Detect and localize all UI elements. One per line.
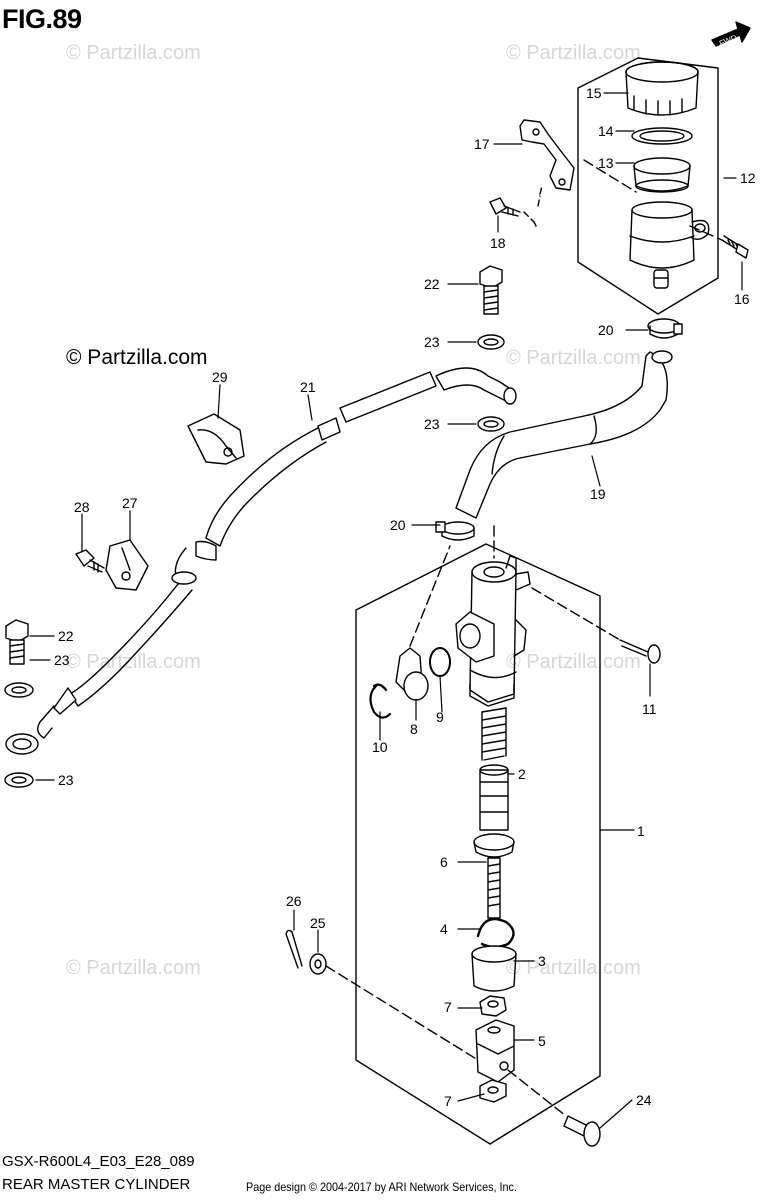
master-cylinder-body bbox=[455, 555, 531, 707]
callout-9: 9 bbox=[436, 709, 444, 725]
callout-21: 21 bbox=[300, 379, 316, 395]
reservoir-cap bbox=[625, 61, 699, 116]
callout-24: 24 bbox=[636, 1092, 652, 1108]
reservoir-body bbox=[629, 201, 710, 289]
callout-1: 1 bbox=[637, 823, 645, 839]
callout-17: 17 bbox=[474, 136, 490, 152]
washer-23-b bbox=[477, 416, 505, 432]
bolt-16 bbox=[721, 235, 749, 259]
callout-16: 16 bbox=[734, 291, 750, 307]
nut-7-lower bbox=[479, 1079, 507, 1103]
callout-3: 3 bbox=[538, 953, 546, 969]
clevis-pin bbox=[563, 1115, 601, 1147]
bolt-18 bbox=[489, 197, 521, 217]
assembly-lines bbox=[325, 159, 723, 1117]
fwd-label: FWD bbox=[718, 33, 738, 48]
callout-22-left: 22 bbox=[58, 628, 74, 644]
washer-23-d bbox=[4, 772, 34, 788]
callout-10: 10 bbox=[372, 739, 388, 755]
callout-8: 8 bbox=[410, 721, 418, 737]
figure-caption: REAR MASTER CYLINDER bbox=[2, 1176, 191, 1193]
callout-7-upper: 7 bbox=[444, 999, 452, 1015]
reservoir-hose bbox=[455, 350, 673, 519]
callout-23-b: 23 bbox=[424, 416, 440, 432]
master-cylinder-group-box bbox=[355, 543, 601, 1145]
callout-23-c: 23 bbox=[54, 652, 70, 668]
callout-20-bottom: 20 bbox=[390, 517, 406, 533]
watermark: © Partzilla.com bbox=[66, 651, 201, 673]
callout-18: 18 bbox=[490, 235, 506, 251]
reservoir-group-box bbox=[577, 57, 719, 315]
washer-23-c bbox=[4, 682, 34, 698]
dust-boot bbox=[471, 945, 517, 992]
page-credit: Page design © 2004-2017 by ARI Network S… bbox=[246, 1180, 517, 1194]
callout-28: 28 bbox=[74, 499, 90, 515]
callout-23-d: 23 bbox=[58, 772, 74, 788]
callout-27: 27 bbox=[122, 495, 138, 511]
callout-25: 25 bbox=[310, 915, 326, 931]
hose-clamp-20-top bbox=[647, 318, 683, 339]
cotter-pin bbox=[285, 929, 303, 969]
union-bolt-22-top bbox=[479, 265, 503, 315]
callout-14: 14 bbox=[598, 123, 614, 139]
fwd-arrow-icon: FWD bbox=[711, 21, 751, 48]
callout-29: 29 bbox=[212, 369, 228, 385]
callout-26: 26 bbox=[286, 893, 302, 909]
model-code: GSX-R600L4_E03_E28_089 bbox=[2, 1153, 195, 1170]
callout-15: 15 bbox=[586, 85, 602, 101]
rod-joint bbox=[475, 1019, 515, 1083]
watermark: © Partzilla.com bbox=[506, 42, 641, 64]
hose-clamp-20-bottom bbox=[435, 521, 475, 541]
reservoir-bracket bbox=[519, 119, 575, 191]
bolt-28 bbox=[75, 549, 105, 573]
callout-23-a: 23 bbox=[424, 334, 440, 350]
callout-13: 13 bbox=[598, 155, 614, 171]
callout-11: 11 bbox=[642, 701, 657, 717]
callout-4: 4 bbox=[440, 921, 448, 937]
washer-25 bbox=[309, 953, 327, 975]
callout-7-lower: 7 bbox=[444, 1093, 452, 1109]
reservoir-diaphragm bbox=[633, 157, 691, 193]
watermark: © Partzilla.com bbox=[66, 42, 201, 64]
figure-title: FIG.89 bbox=[2, 4, 82, 34]
callout-6: 6 bbox=[440, 854, 448, 870]
leader-lines bbox=[29, 92, 743, 1129]
callout-5: 5 bbox=[538, 1033, 546, 1049]
callout-19: 19 bbox=[590, 486, 606, 502]
watermark: © Partzilla.com bbox=[506, 957, 641, 979]
hose-fitting bbox=[395, 647, 429, 701]
hose-guide-27 bbox=[105, 539, 149, 591]
screw-11 bbox=[619, 639, 661, 664]
o-ring bbox=[429, 647, 451, 677]
brake-hose bbox=[5, 367, 517, 755]
watermark: © Partzilla.com bbox=[66, 957, 201, 979]
callout-22-top: 22 bbox=[424, 276, 440, 292]
nut-7-upper bbox=[479, 995, 507, 1017]
piston-spring-set bbox=[479, 707, 509, 831]
watermark: © Partzilla.com bbox=[506, 347, 641, 369]
circlip-10 bbox=[369, 683, 392, 719]
callout-12: 12 bbox=[740, 170, 756, 186]
circlip-4 bbox=[476, 917, 515, 949]
washer-23-a bbox=[477, 334, 505, 350]
union-bolt-22-left bbox=[5, 619, 29, 665]
hose-clip-29 bbox=[187, 413, 245, 465]
callout-20-top: 20 bbox=[598, 322, 614, 338]
watermark: © Partzilla.com bbox=[506, 651, 641, 673]
watermark-prominent: © Partzilla.com bbox=[66, 346, 208, 369]
callout-labels: 1 2 3 4 5 6 7 7 8 9 10 11 12 13 14 15 16… bbox=[54, 85, 756, 1109]
push-rod bbox=[473, 833, 515, 919]
callout-2: 2 bbox=[518, 766, 526, 782]
